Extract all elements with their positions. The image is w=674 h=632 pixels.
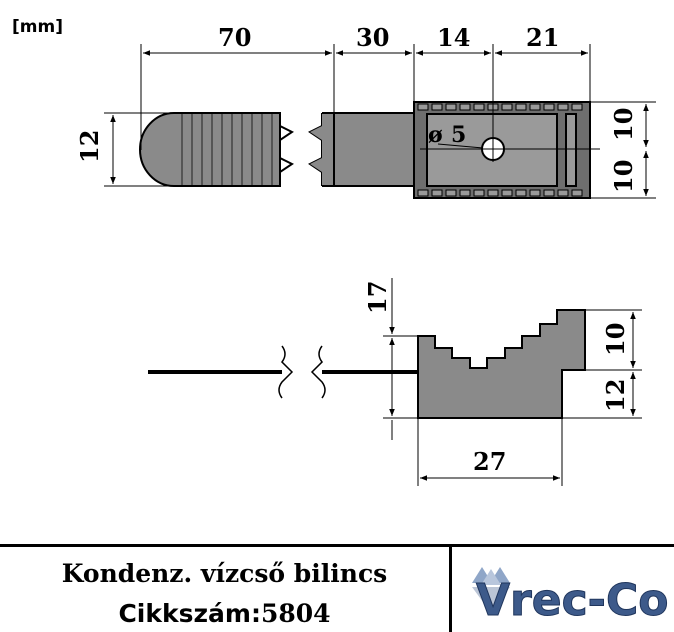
break-mark-side-left [278,345,294,399]
title-block-text: Kondenz. vízcső bilincs Cikkszám:5804 [0,547,452,632]
top-dim-lines [140,44,591,150]
logo-text: Vrec-Co [476,575,668,626]
housing-inner-bar [565,113,577,187]
strap-rounded-end [139,112,281,187]
dim-17-lines [383,278,418,440]
strap-ribs [181,114,273,185]
break-mark-side-right [310,345,326,399]
dim-12-lines [104,112,174,187]
housing-teeth [417,103,583,197]
dim-10-lower: 10 [609,160,638,193]
hole-diameter-value: 5 [451,122,466,148]
units-label: [mm] [12,17,63,37]
break-mark-left [279,113,294,186]
dim-70: 70 [218,23,251,52]
dim-side-right-lines [562,309,642,419]
strap-middle [310,113,334,186]
article-label: Cikkszám: [118,599,261,628]
vrec-co-logo: Vrec-Co [472,567,668,627]
title-block: Kondenz. vízcső bilincs Cikkszám:5804 Vr… [0,544,674,632]
clamp-body-side [417,309,586,419]
dim-10-upper: 10 [609,108,638,141]
technical-drawing: [mm] [12,17,656,486]
dim-30: 30 [356,23,389,52]
dim-10-side: 10 [601,323,630,356]
dim-12-side: 12 [601,379,630,412]
dim-14: 14 [437,23,470,52]
dim-10-lines [590,101,656,199]
article-line: Cikkszám:5804 [0,599,449,628]
break-mark-right [308,113,323,186]
strap-flat [333,112,415,187]
article-number: 5804 [260,599,331,628]
logo-mark-icon [472,567,510,613]
side-view: 17 10 12 27 [148,278,642,486]
dim-21: 21 [526,23,559,52]
dim-12-top: 12 [75,130,104,163]
hole-diameter-symbol: ø [428,122,443,148]
top-view: ø 5 70 30 14 21 12 [75,23,656,199]
housing-slot [426,113,558,187]
dim-17: 17 [363,281,392,314]
dim-27-lines [417,418,563,486]
dim-27: 27 [473,447,506,476]
product-name: Kondenz. vízcső bilincs [61,559,388,588]
